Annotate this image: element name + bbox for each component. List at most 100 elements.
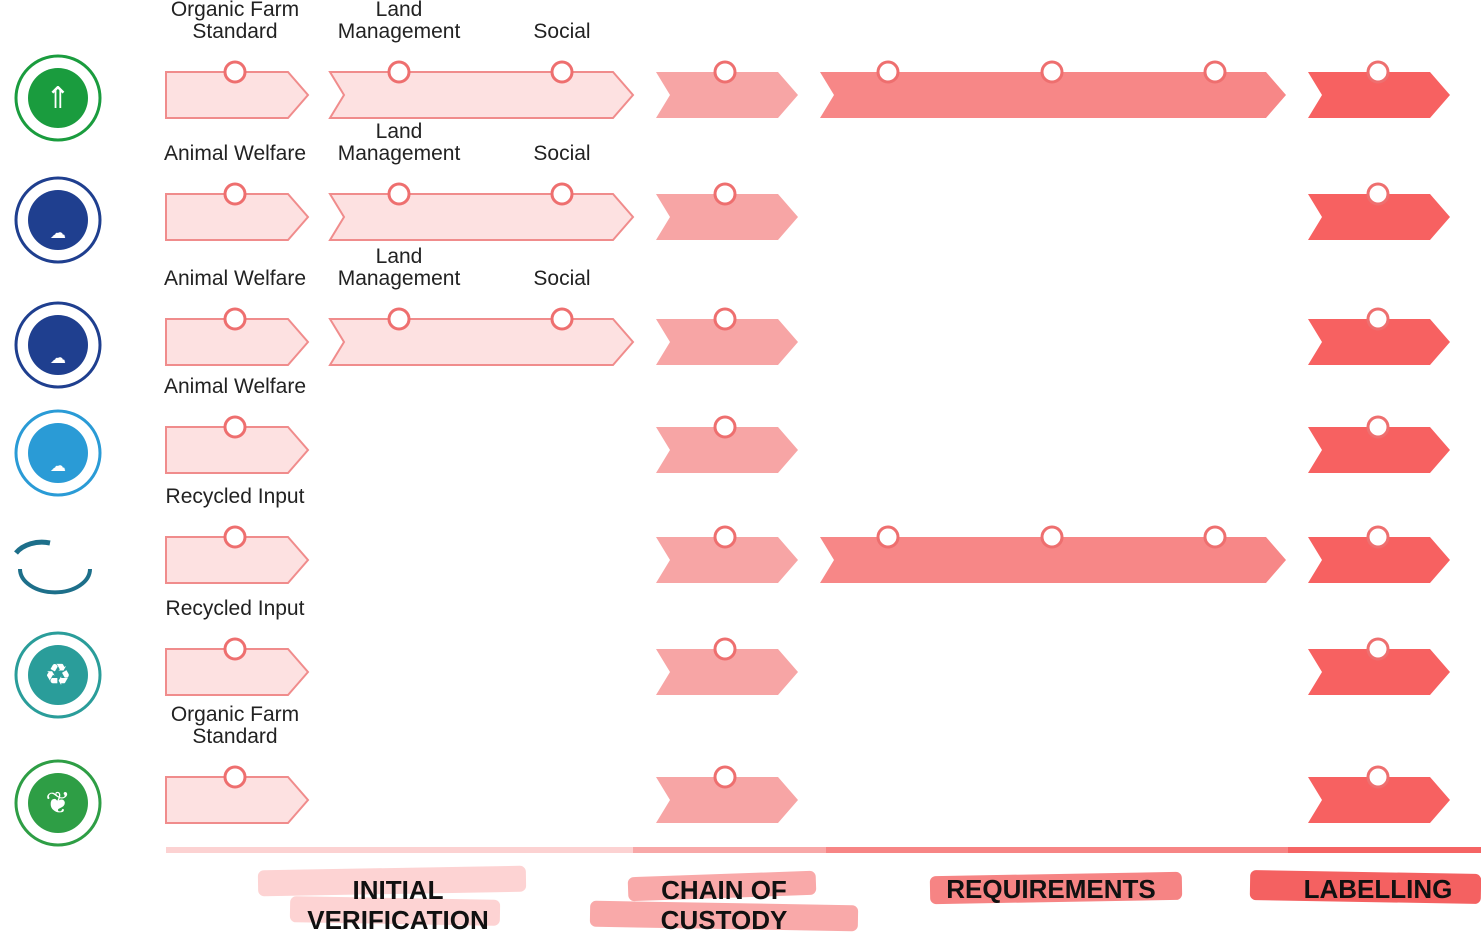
labelling-arrow [1308,427,1450,473]
phase-labelling: LABELLING [1304,874,1453,904]
node-marker [1366,60,1390,84]
logo-disc [28,190,88,250]
labelling-stage [1308,182,1450,240]
labelling-stage [1308,415,1450,473]
initial-arrow [165,648,310,696]
node-marker [1040,60,1064,84]
initial-arrow [165,71,310,119]
sheep-icon: ☁ [50,223,66,242]
labelling-stage [1308,637,1450,695]
initial-arrow [328,71,635,119]
recycle-icon: ♻ [45,658,72,693]
standard-row: Recycled Input [14,485,1450,595]
rws-logo: ☁ [14,301,102,389]
node-marker [1366,765,1390,789]
node-marker [550,307,574,331]
node-marker [1040,525,1064,549]
initial-arrow [165,193,310,241]
initial-arrow [328,193,635,241]
chain-of-custody-stage [656,765,798,823]
standard-row: ♻ Recycled Input [14,597,1450,719]
logo-disc [28,645,88,705]
duck-icon: ☁ [50,456,66,475]
initial-verification-stage: Recycled Input [165,597,310,696]
labelling-arrow [1308,72,1450,118]
labelling-arrow [1308,777,1450,823]
initial-label: Recycled Input [166,485,305,508]
node-marker [876,525,900,549]
chain-of-custody-stage [656,182,798,240]
brush-highlight [589,900,859,932]
node-marker [223,637,247,661]
phase-requirements: REQUIREMENTS [946,874,1155,904]
labelling-arrow [1308,649,1450,695]
node-marker [713,637,737,661]
ccs-arrow [656,537,798,583]
initial-arrow [165,776,310,824]
initial-label: Social [533,20,590,43]
node-marker [223,60,247,84]
chain-of-custody-stage [656,637,798,695]
initial-label: Social [533,142,590,165]
gots-logo: ⇑ [14,54,102,142]
labelling-arrow [1308,319,1450,365]
node-marker [550,182,574,206]
labelling-arrow [1308,194,1450,240]
logo-disc [28,68,88,128]
brush-highlight [929,871,1183,905]
node-marker [387,307,411,331]
node-marker [1366,307,1390,331]
node-marker [223,765,247,789]
ccs-arrow [656,194,798,240]
timeline-segment [826,847,1288,853]
ccs-arrow [656,319,798,365]
phase-timeline-bar [166,847,1481,853]
rds-logo: ☁ [14,409,102,497]
rcs-logo: ♻ [14,631,102,719]
node-marker [223,525,247,549]
initial-label: Animal Welfare [164,375,306,398]
recycle-arc-icon [18,568,92,595]
node-marker [713,415,737,439]
node-marker [1366,415,1390,439]
logo-disc [28,773,88,833]
labelling-stage [1308,307,1450,365]
node-marker [713,182,737,206]
node-marker [1366,182,1390,206]
node-marker [713,765,737,789]
timeline-segment [633,847,826,853]
node-marker [387,182,411,206]
chain-of-custody-stage [656,60,798,118]
labelling-stage [1308,525,1450,583]
initial-label: Recycled Input [166,597,305,620]
node-marker [387,60,411,84]
brush-highlight [289,896,501,926]
leaf-icon: ❦ [45,786,70,821]
chain-of-custody-stage [656,415,798,473]
tree-icon: ⇑ [45,81,70,116]
brush-highlight [627,870,817,902]
node-marker [223,307,247,331]
ccs-arrow [656,427,798,473]
ccs-arrow [656,649,798,695]
node-marker [1366,525,1390,549]
requirements-arrow [820,72,1286,118]
labelling-stage [1308,765,1450,823]
node-marker [1366,637,1390,661]
requirements-stage [820,60,1286,118]
recycle-arc-icon [14,539,51,555]
initial-arrow [165,536,310,584]
